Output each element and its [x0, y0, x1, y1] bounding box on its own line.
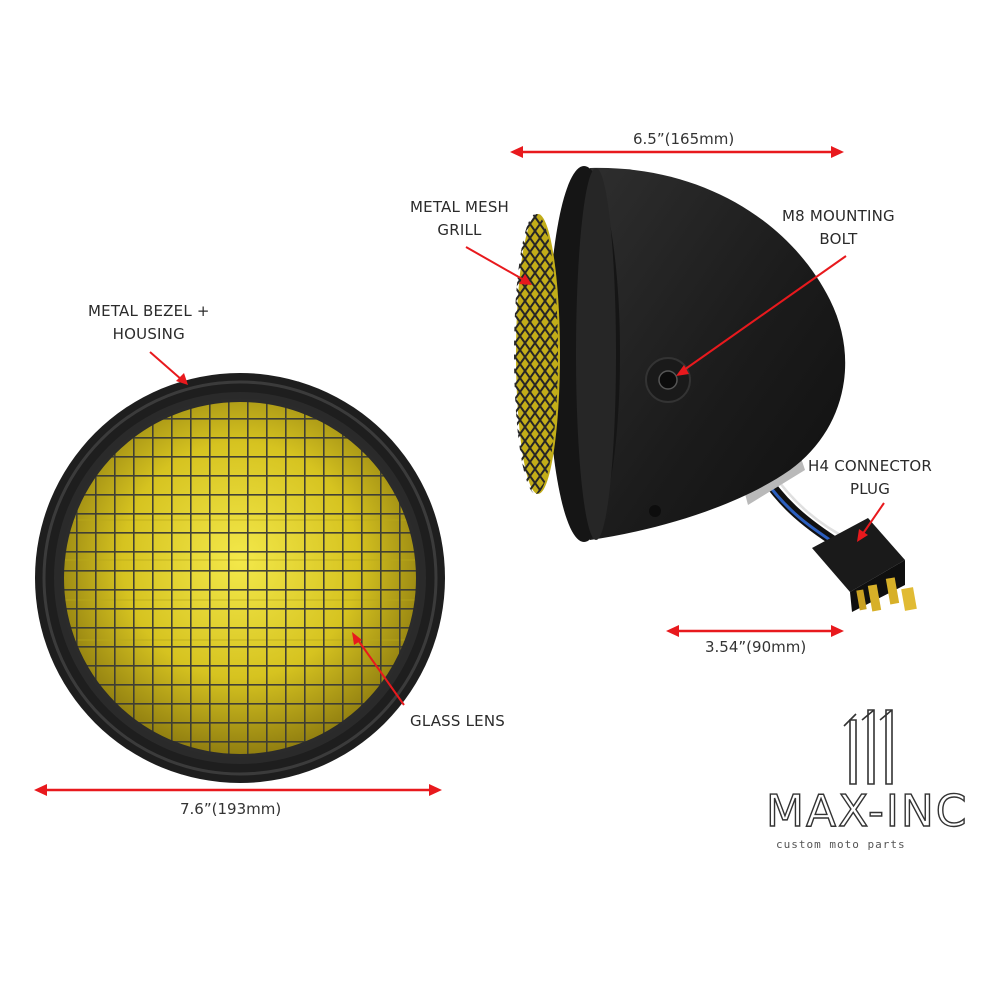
label-bezel-housing: METAL BEZEL + HOUSING	[88, 300, 210, 346]
label-grill-line1: METAL MESH	[410, 198, 510, 216]
label-glass-lens: GLASS LENS	[410, 712, 505, 730]
label-bezel-line2: HOUSING	[112, 325, 185, 343]
label-bolt-line2: BOLT	[819, 230, 858, 248]
brand-tagline: custom moto parts	[776, 838, 906, 851]
dimension-depth: 6.5”(165mm)	[633, 130, 735, 148]
h4-connector-plug	[812, 518, 917, 612]
mesh-grill	[62, 400, 418, 756]
side-headlight	[514, 166, 917, 612]
label-connector-line1: H4 CONNECTOR	[808, 457, 933, 475]
label-mounting-bolt: M8 MOUNTING BOLT	[782, 205, 895, 251]
label-connector-line2: PLUG	[850, 480, 891, 498]
label-mesh-grill: METAL MESH GRILL	[410, 196, 509, 242]
side-mesh-grill	[514, 214, 558, 494]
label-grill-line2: GRILL	[437, 221, 482, 239]
dimension-bucket: 3.54”(90mm)	[705, 638, 807, 656]
dimension-diameter: 7.6”(193mm)	[180, 800, 282, 818]
label-connector-plug: H4 CONNECTOR PLUG	[808, 455, 932, 501]
annotation-arrows	[34, 146, 885, 796]
brand-logo-mark	[843, 709, 893, 785]
front-headlight	[35, 373, 445, 783]
side-housing-shell	[590, 167, 846, 540]
label-bolt-line1: M8 MOUNTING	[782, 207, 895, 225]
brand-name: MAX-INC	[765, 785, 969, 837]
label-bezel-line1: METAL BEZEL +	[88, 302, 210, 320]
